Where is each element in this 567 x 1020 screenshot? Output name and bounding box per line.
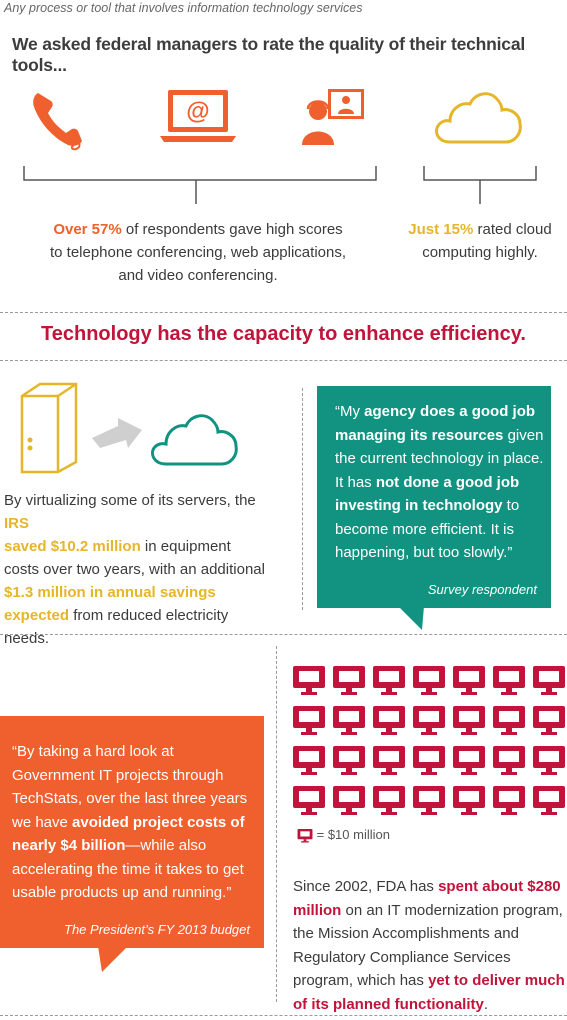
- monitor-icon: [533, 746, 565, 775]
- monitor-icon: [333, 666, 365, 695]
- server-to-cloud-icon: [20, 382, 238, 474]
- monitor-icon: [293, 666, 325, 695]
- irs-annual-savings: $1.3 million in annual savings expected: [4, 584, 216, 624]
- laptop-email-icon: @: [160, 90, 236, 142]
- monitor-icon: [413, 666, 445, 695]
- stat-right-highlight: Just 15%: [408, 221, 474, 238]
- section-title: Technology has the capacity to enhance e…: [41, 323, 526, 345]
- survey-quote-box: “My agency does a good job managing its …: [317, 386, 551, 608]
- divider: [0, 312, 567, 313]
- cloud-icon: [435, 92, 522, 144]
- monitor-icon: [373, 706, 405, 735]
- fda-undelivered: yet to deliver much of its planned funct…: [293, 972, 565, 1013]
- monitor-icon: [373, 666, 405, 695]
- grouping-brackets: [23, 166, 537, 204]
- stat-right-text: Just 15% rated cloud computing highly.: [408, 221, 552, 261]
- monitor-icon: [293, 746, 325, 775]
- legend: = $10 million: [297, 827, 390, 843]
- budget-attribution: The President’s FY 2013 budget: [64, 922, 250, 937]
- stat-left-highlight: Over 57%: [53, 221, 122, 238]
- survey-quote-text: “My agency does a good job managing its …: [335, 403, 544, 561]
- monitor-icon: [453, 746, 485, 775]
- speech-tail: [98, 946, 128, 972]
- telephone-icon: [33, 93, 82, 151]
- irs-savings: saved $10.2 million: [4, 538, 141, 555]
- monitor-icon: [373, 786, 405, 815]
- monitor-icon: [533, 786, 565, 815]
- divider: [0, 1015, 567, 1016]
- survey-attribution: Survey respondent: [427, 582, 537, 597]
- legend-label: = $10 million: [316, 827, 390, 842]
- irs-label: IRS: [4, 515, 30, 532]
- headline: We asked federal managers to rate the qu…: [12, 34, 526, 75]
- monitor-icon: [453, 786, 485, 815]
- video-conference-icon: [302, 89, 364, 145]
- monitor-icon: [453, 706, 485, 735]
- monitor-icon: [533, 706, 565, 735]
- speech-tail: [398, 606, 424, 630]
- budget-quote-box: “By taking a hard look at Government IT …: [0, 716, 264, 948]
- monitor-icon: [293, 786, 325, 815]
- fda-paragraph: Since 2002, FDA has spent about $280 mil…: [293, 878, 565, 1013]
- monitor-icon: [333, 706, 365, 735]
- monitor-icon: [413, 746, 445, 775]
- monitor-icon: [333, 786, 365, 815]
- monitor-icon: [413, 786, 445, 815]
- monitor-icon: [297, 828, 313, 843]
- monitor-icon: [333, 746, 365, 775]
- vertical-divider: [276, 646, 277, 1002]
- stat-left-text: Over 57% of respondents gave high scores…: [49, 221, 347, 284]
- monitor-icon: [493, 786, 525, 815]
- fda-spent: spent about $280 million: [293, 878, 561, 919]
- divider: [0, 634, 567, 635]
- vertical-divider: [302, 388, 303, 610]
- svg-text:@: @: [186, 98, 209, 125]
- budget-quote-text: “By taking a hard look at Government IT …: [12, 743, 248, 901]
- monitor-icon: [533, 666, 565, 695]
- monitor-icon: [453, 666, 485, 695]
- irs-paragraph: By virtualizing some of its servers, the…: [4, 492, 265, 647]
- monitor-icon: [493, 746, 525, 775]
- divider: [0, 360, 567, 361]
- monitor-icon: [493, 706, 525, 735]
- monitor-icon: [293, 706, 325, 735]
- monitor-icon: [413, 706, 445, 735]
- monitor-icon: [493, 666, 525, 695]
- footnote: Any process or tool that involves inform…: [4, 1, 363, 15]
- monitor-icon: [373, 746, 405, 775]
